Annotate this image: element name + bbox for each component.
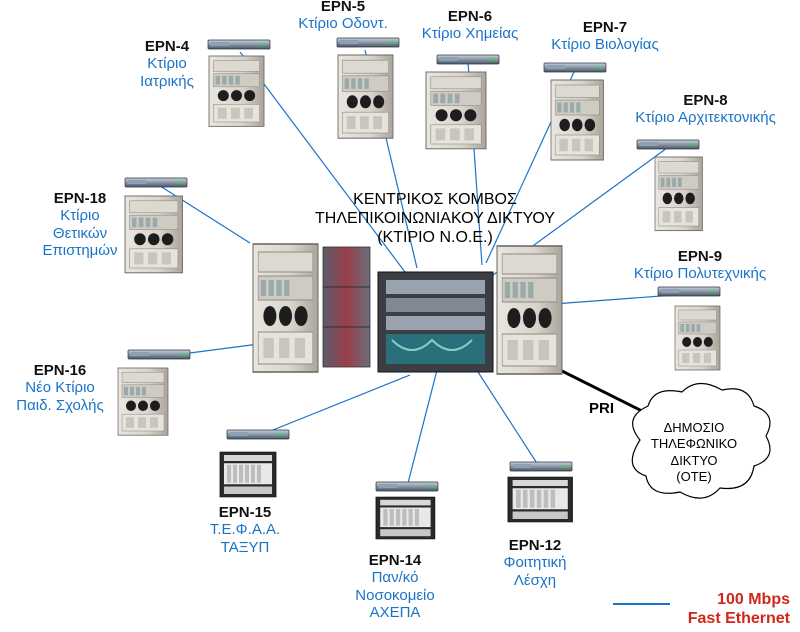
label-epn15: EPN-15 Τ.Ε.Φ.Α.Α. ΤΑΞΥΠ [195, 504, 295, 556]
label-epn7: EPN-7 Κτίριο Βιολογίας [535, 19, 675, 54]
building-epn7-l1: Κτίριο Βιολογίας [551, 36, 659, 54]
legend-line1: 100 Mbps [717, 591, 790, 608]
code-epn12: EPN-12 [508, 537, 562, 554]
building-epn4-l2: Ιατρικής [140, 72, 194, 90]
site-epn4-equipment [207, 39, 271, 127]
site-epn18-equipment [124, 177, 188, 274]
building-epn4-l1: Κτίριο [147, 55, 187, 73]
legend-line2: Fast Ethernet [687, 610, 790, 628]
site-epn16-equipment [117, 349, 191, 436]
link-epn15 [257, 374, 411, 437]
building-epn15-l2: ΤΑΞΥΠ [220, 538, 270, 556]
code-epn14: EPN-14 [368, 552, 422, 569]
central-line3: (ΚΤΙΡΙΟ Ν.Ο.Ε.) [377, 229, 493, 247]
site-epn8-equipment [636, 139, 704, 232]
label-epn4: EPN-4 Κτίριο Ιατρικής [132, 38, 202, 90]
building-epn8-l1: Κτίριο Αρχιτεκτονικής [635, 109, 776, 127]
site-epn14-equipment [375, 481, 439, 540]
building-epn14-l3: ΑΧΕΠΑ [369, 603, 421, 621]
building-epn18-l1: Κτίριο [60, 207, 100, 225]
building-epn14-l2: Νοσοκομείο [355, 586, 435, 604]
site-epn5-equipment [336, 37, 400, 139]
code-epn15: EPN-15 [218, 504, 272, 521]
building-epn12-l2: Λέσχη [513, 571, 557, 589]
code-epn18: EPN-18 [53, 190, 107, 207]
central-line1: ΚΕΝΤΡΙΚΟΣ ΚΟΜΒΟΣ [353, 191, 517, 208]
link-epn14 [406, 369, 438, 488]
code-epn6: EPN-6 [447, 8, 493, 25]
building-epn9-l1: Κτίριο Πολυτεχνικής [633, 265, 767, 283]
red-cabinet [322, 246, 371, 368]
building-epn5-l1: Κτίριο Οδοντ. [298, 15, 388, 33]
label-epn5: EPN-5 Κτίριο Οδοντ. [278, 0, 408, 33]
pstn-cloud-label: ΔΗΜΟΣΙΟ ΤΗΛΕΦΩΝΙΚΟ ΔΙΚΤΥΟ (ΟΤΕ) [640, 420, 748, 485]
label-epn6: EPN-6 Κτίριο Χημείας [410, 8, 530, 43]
legend: 100 Mbps Fast Ethernet [672, 590, 790, 628]
central-node-equipment [252, 243, 563, 375]
cloud-l4: (ΟΤΕ) [676, 468, 712, 484]
code-epn4: EPN-4 [144, 38, 190, 55]
code-epn16: EPN-16 [33, 362, 87, 379]
site-epn6-equipment [425, 54, 500, 150]
cloud-l3: ΔΙΚΤΥΟ [670, 452, 718, 468]
label-epn18: EPN-18 Κτίριο Θετικών Επιστημών [35, 190, 125, 259]
label-epn9: EPN-9 Κτίριο Πολυτεχνικής [610, 248, 790, 283]
link-epn18 [156, 183, 251, 244]
code-epn8: EPN-8 [683, 92, 728, 109]
building-epn16-l1: Νέο Κτίριο [25, 379, 95, 397]
link-epn4 [239, 51, 406, 273]
label-epn12: EPN-12 Φοιτητική Λέσχη [485, 537, 585, 589]
code-epn7: EPN-7 [582, 19, 628, 36]
site-epn15-equipment [219, 429, 290, 498]
cloud-l2: ΤΗΛΕΦΩΝΙΚΟ [650, 436, 738, 452]
site-epn7-equipment [543, 62, 607, 161]
central-line2: ΤΗΛΕΠΙΚΟΙΝΩΝΙΑΚΟΥ ΔΙΚΤΥΟΥ [315, 210, 555, 228]
label-epn8: EPN-8 Κτίριο Αρχιτεκτονικής [618, 92, 793, 127]
site-epn12-equipment [507, 461, 573, 523]
label-epn16: EPN-16 Νέο Κτίριο Παιδ. Σχολής [5, 362, 115, 414]
central-node-title: ΚΕΝΤΡΙΚΟΣ ΚΟΜΒΟΣ ΤΗΛΕΠΙΚΟΙΝΩΝΙΑΚΟΥ ΔΙΚΤΥ… [300, 190, 570, 248]
pri-label: PRI [589, 400, 615, 417]
link-epn12 [477, 371, 541, 469]
cloud-l1: ΔΗΜΟΣΙΟ [663, 420, 725, 435]
pstn-cloud [631, 382, 771, 499]
building-epn18-l3: Επιστημών [42, 241, 118, 259]
building-epn12-l1: Φοιτητική [503, 554, 567, 572]
site-epn9-equipment [657, 286, 721, 371]
building-epn18-l2: Θετικών [52, 224, 108, 242]
building-epn16-l2: Παιδ. Σχολής [16, 396, 104, 414]
label-epn14: EPN-14 Παν/κό Νοσοκομείο ΑΧΕΠΑ [340, 552, 450, 621]
building-epn15-l1: Τ.Ε.Φ.Α.Α. [209, 521, 281, 539]
building-epn6-l1: Κτίριο Χημείας [421, 25, 519, 43]
code-epn9: EPN-9 [677, 248, 723, 265]
building-epn14-l1: Παν/κό [371, 569, 419, 587]
code-epn5: EPN-5 [320, 0, 366, 15]
